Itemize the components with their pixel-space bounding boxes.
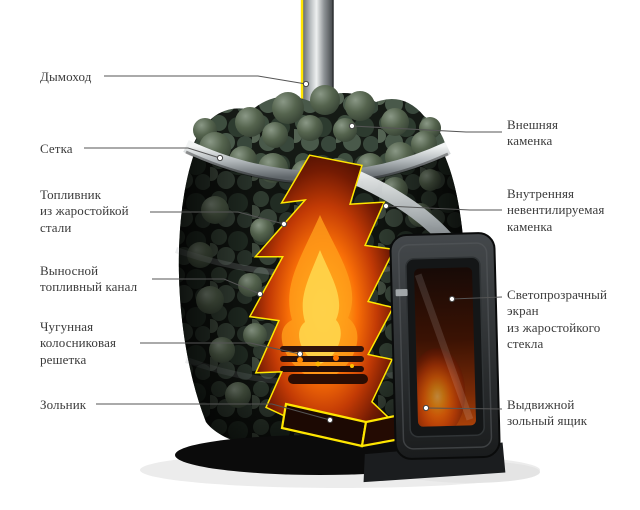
label-chimney: Дымоход (40, 69, 92, 84)
label-ash-drawer: Выдвижной зольный ящик (507, 397, 588, 429)
leader-lines (84, 75, 503, 421)
label-fuel-channel: Выносной топливный канал (40, 263, 138, 295)
label-firebox: Топливник из жаростойкой стали (40, 187, 129, 235)
label-internal-heater: Внутренняя невентилируемая каменка (507, 186, 605, 234)
label-mesh: Сетка (40, 141, 73, 156)
label-ashpit: Зольник (40, 397, 87, 412)
label-glass-screen: Светопрозрачный экран из жаростойкого ст… (507, 287, 608, 351)
door-assembly (363, 232, 506, 483)
grate-bars (280, 346, 364, 372)
embers (288, 355, 368, 384)
label-grate: Чугунная колосниковая решетка (40, 319, 117, 367)
label-external-heater: Внешняя каменка (507, 117, 559, 149)
leader-dots (216, 80, 456, 424)
brand-emblem (395, 288, 408, 297)
firebox-cutaway (248, 154, 396, 439)
